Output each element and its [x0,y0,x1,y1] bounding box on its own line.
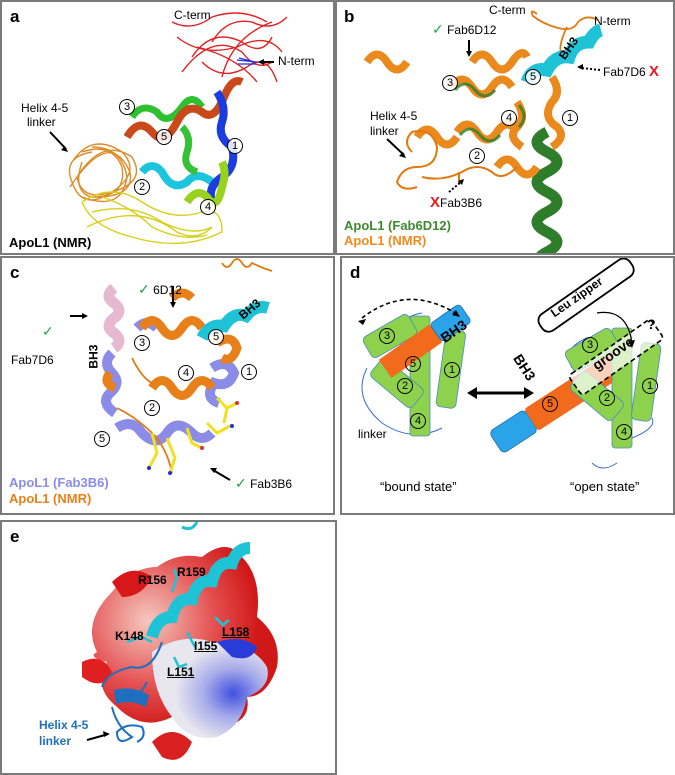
helix-2-marker: 2 [397,378,413,394]
linker-label-line2: linker [27,115,56,129]
helix-4-marker: 4 [501,110,517,126]
6d12-label: ✓ 6D12 [138,281,182,297]
helix-5-top-marker: 5 [208,329,224,345]
panel-label: d [350,263,361,282]
cross-icon: X [649,63,660,80]
helix-5-marker: 5 [405,356,421,372]
helix-2-marker: 2 [144,400,160,416]
legend-nmr: ApoL1 (NMR) [9,491,92,506]
6d12-text: 6D12 [153,283,182,297]
linker-label: linker [358,427,387,441]
cross-icon: X [430,194,441,211]
panel-label: a [10,7,20,26]
bh3-left-label: BH3 [86,344,101,369]
helix-5-marker: 5 [156,129,172,145]
helix-2-marker: 2 [469,148,485,164]
fab6d12-text: Fab6D12 [447,23,497,37]
helix-3-marker: 3 [119,99,135,115]
fab6d12-label: ✓ Fab6D12 [432,21,497,37]
panel-c: c ✓ 6D12 ✓ Fab7D6 BH3 BH3 3 5 4 1 2 5 ✓ … [0,256,335,515]
structure-caption: ApoL1 (NMR) [9,235,92,250]
electrostatic-surface [82,522,278,760]
question-mark: ? [647,316,656,332]
panel-a: a C-term N-term Helix 4-5 linker 3 5 1 2… [0,0,335,255]
open-state-label: “open state” [570,479,640,494]
helix-5-marker: 5 [525,69,541,85]
helix-4-marker: 4 [410,413,426,429]
panel-e: e R156 R159 K148 L158 I155 L151 Helix 4-… [0,520,337,775]
panel-d: d BH3 3 5 1 2 4 linker “bound state” BH3… [340,256,675,515]
n-term-label: N-term [278,54,315,68]
n-term-label: N-term [594,14,631,28]
fab3b6-text: Fab3B6 [250,477,293,491]
helix-3-marker: 3 [134,335,150,351]
linker-label-line2: linker [39,734,72,748]
residue-K148: K148 [115,629,144,643]
panel-b: b C-term N-term ✓ Fab6D12 Fab7D6 X BH3 H… [335,0,675,255]
helix-5-bottom-marker: 5 [94,431,110,447]
check-icon: ✓ [138,281,150,297]
fab3b6-text: Fab3B6 [440,196,483,210]
superposed-structure [70,258,273,481]
residue-R159: R159 [177,565,206,579]
helix-1-marker: 1 [562,110,578,126]
fab7d6-label: Fab7D6 [11,353,54,367]
c-term-label: C-term [174,8,211,22]
open-state-schematic [537,258,664,449]
legend-nmr: ApoL1 (NMR) [344,233,427,248]
panel-label: c [10,263,20,282]
linker-label-line1: Helix 4-5 [39,718,89,732]
legend-fab3b6: ApoL1 (Fab3B6) [9,475,109,490]
schematic-diagram [358,258,664,469]
helix-1-marker: 1 [227,138,243,154]
helix-3-marker: 3 [379,328,395,344]
residue-L151: L151 [167,665,195,679]
fab7d6-text: Fab7D6 [603,65,646,79]
c-term-label: C-term [489,3,526,17]
helix-3-marker: 3 [442,75,458,91]
linker-label-line1: Helix 4-5 [21,101,69,115]
superposed-structure [363,10,604,253]
helix-4-marker: 4 [178,365,194,381]
fab3b6-label: XFab3B6 [430,194,483,212]
helix-2-marker: 2 [134,179,150,195]
check-icon: ✓ [432,21,444,37]
helix-1-marker: 1 [444,362,460,378]
residue-I155: I155 [194,639,218,653]
helix-2-open-marker: 2 [599,390,615,406]
linker-label-line2: linker [370,124,399,138]
helix-1-marker: 1 [241,364,257,380]
check-icon: ✓ [235,475,247,491]
fab7d6-check-icon: ✓ [42,323,54,339]
fab7d6-label: Fab7D6 X [603,63,660,81]
helix-3-open-marker: 3 [582,337,598,353]
helix-4-open-marker: 4 [616,424,632,440]
helix-1-open-marker: 1 [642,378,658,394]
linker-label-line1: Helix 4-5 [370,109,418,123]
helix-4-marker: 4 [200,199,216,215]
panel-label: e [10,527,20,546]
residue-R156: R156 [138,573,167,587]
bound-state-label: “bound state” [380,479,457,494]
panel-label: b [344,7,355,26]
helix-5-open-marker: 5 [542,396,558,412]
residue-L158: L158 [222,625,250,639]
fab3b6-label: ✓ Fab3B6 [235,475,293,491]
legend-fab6d12: ApoL1 (Fab6D12) [344,218,451,233]
